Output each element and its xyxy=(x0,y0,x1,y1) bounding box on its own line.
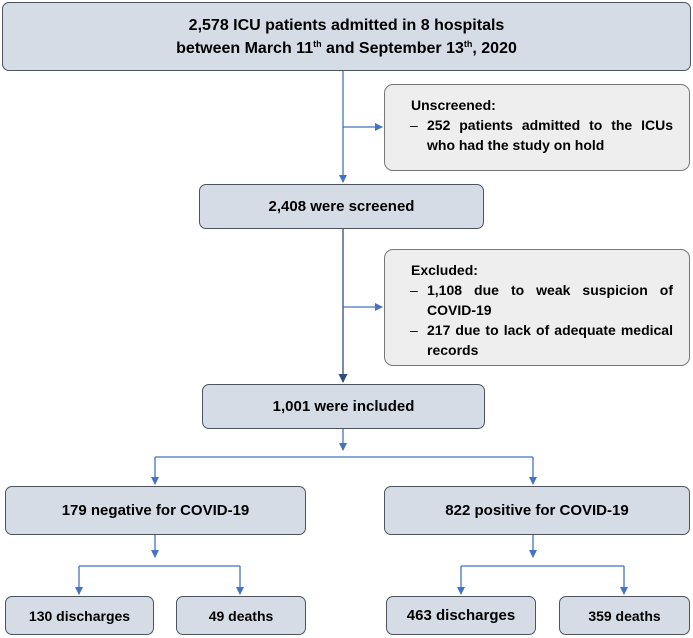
screened-label: 2,408 were screened xyxy=(268,197,415,215)
box-negative-discharges: 130 discharges xyxy=(5,596,154,635)
box-admitted: 2,578 ICU patients admitted in 8 hospita… xyxy=(2,2,691,71)
admitted-line1: 2,578 ICU patients admitted in 8 hospita… xyxy=(188,16,505,34)
excluded-item: –217 due to lack of adequate medical rec… xyxy=(410,322,673,358)
unscreened-title: Unscreened: xyxy=(411,97,496,113)
box-positive-deaths: 359 deaths xyxy=(559,596,690,635)
unscreened-item: –252 patients admitted to the ICUs who h… xyxy=(410,117,673,153)
positive-deaths-label: 359 deaths xyxy=(588,607,661,624)
negative-discharges-label: 130 discharges xyxy=(28,607,131,624)
negative-deaths-label: 49 deaths xyxy=(208,607,274,624)
box-excluded: Excluded: –1,108 due to weak suspicion o… xyxy=(384,249,690,366)
box-included: 1,001 were included xyxy=(202,384,485,429)
box-positive: 822 positive for COVID-19 xyxy=(384,486,690,535)
positive-discharges-label: 463 discharges xyxy=(406,606,516,624)
excluded-title: Excluded: xyxy=(411,262,478,278)
negative-label: 179 negative for COVID-19 xyxy=(61,501,250,519)
box-negative: 179 negative for COVID-19 xyxy=(5,486,306,535)
included-label: 1,001 were included xyxy=(272,397,415,415)
positive-label: 822 positive for COVID-19 xyxy=(445,501,629,519)
excluded-item: –1,108 due to weak suspicion of COVID-19 xyxy=(410,282,673,318)
box-screened: 2,408 were screened xyxy=(199,184,484,229)
box-unscreened: Unscreened: –252 patients admitted to th… xyxy=(384,84,690,171)
box-positive-discharges: 463 discharges xyxy=(386,596,536,635)
admitted-line2: between March 11th and September 13th, 2… xyxy=(176,38,517,57)
box-negative-deaths: 49 deaths xyxy=(176,596,306,635)
